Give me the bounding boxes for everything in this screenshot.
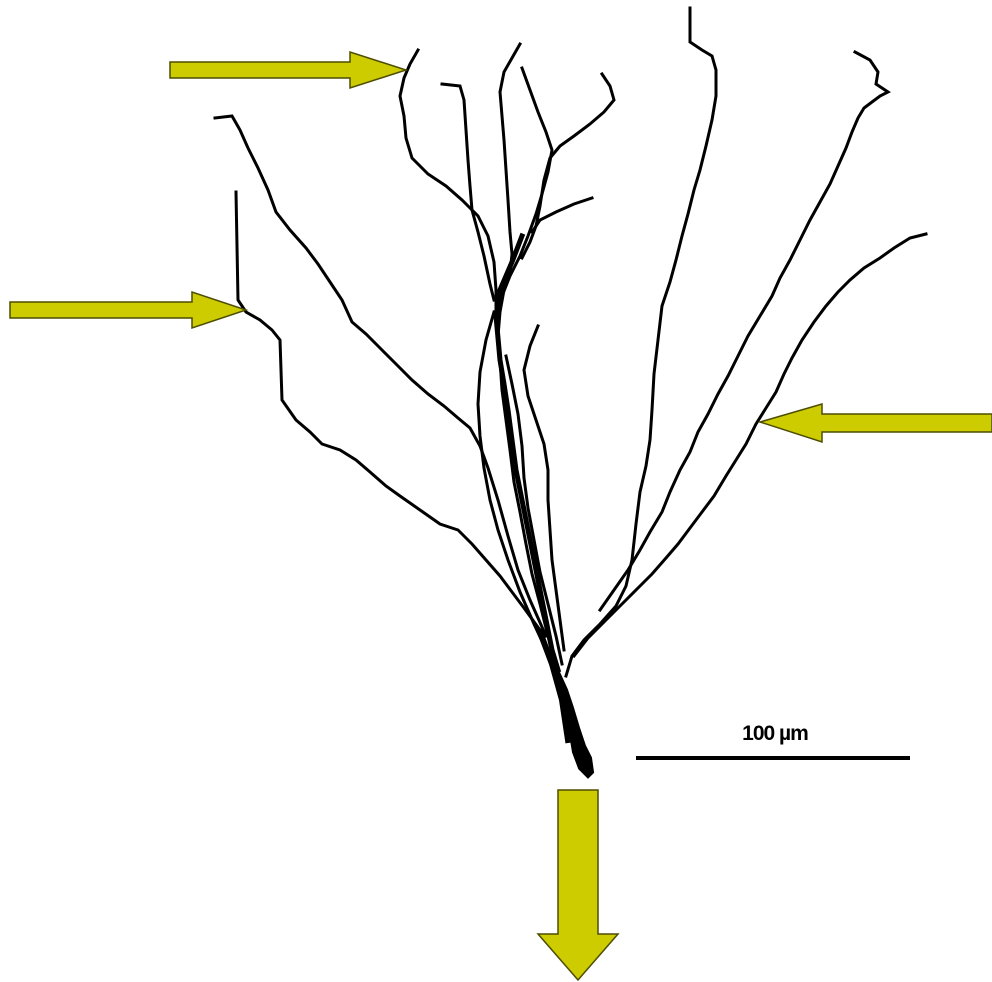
dendrite-branch-left: [215, 116, 546, 636]
arrow-top-left-icon: [170, 52, 406, 88]
dendrite-strand-3: [506, 356, 562, 664]
arrow-right-icon: [760, 404, 992, 442]
dendrite-tree: [215, 8, 926, 776]
dendrite-branch-upper-left: [400, 50, 496, 312]
dendrite-branch-tall-right: [566, 8, 716, 676]
scale-bar-label: 100 µm: [700, 722, 850, 746]
dendrite-branch-right: [574, 234, 926, 656]
arrow-middle-left-icon: [10, 292, 246, 328]
soma: [556, 668, 592, 776]
dendrite-branch-upper-center-left: [442, 84, 494, 300]
dendrite-branch-far-right: [600, 52, 888, 610]
arrow-bottom-icon: [538, 790, 618, 980]
